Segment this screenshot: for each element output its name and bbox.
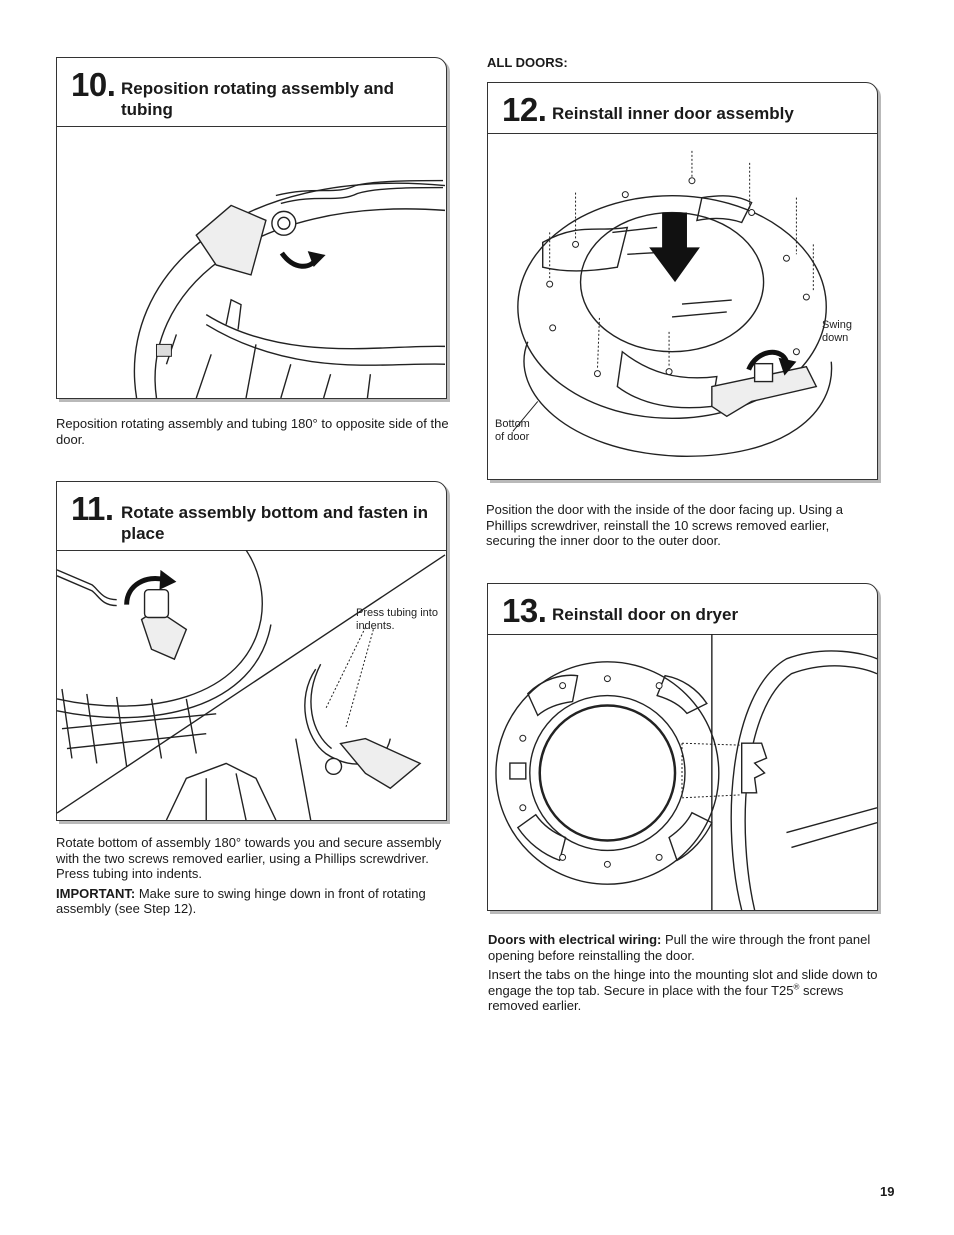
step-10-caption-text: Reposition rotating assembly and tubing … — [56, 416, 449, 447]
step-12-number: 12. — [502, 91, 547, 128]
step-13-caption: Doors with electrical wiring: Pull the w… — [488, 932, 878, 1018]
step-11-number: 11. — [71, 490, 114, 527]
step-12-callout-bottom: Bottom of door — [495, 418, 530, 443]
insert-text: Insert the tabs on the hinge into the mo… — [488, 967, 878, 998]
step-11-illustration — [57, 550, 446, 820]
step-13-title: Reinstall door on dryer — [552, 605, 739, 624]
step-11-caption: Rotate bottom of assembly 180° towards y… — [56, 835, 451, 921]
step-12-header: 12. Reinstall inner door assembly — [488, 83, 877, 134]
step-13-number: 13. — [502, 592, 547, 629]
step-10-caption: Reposition rotating assembly and tubing … — [56, 416, 451, 451]
step-11-caption-text: Rotate bottom of assembly 180° towards y… — [56, 835, 442, 881]
step-12-title: Reinstall inner door assembly — [552, 104, 794, 123]
step-11-panel: 11. Rotate assembly bottom and fasten in… — [56, 481, 447, 821]
step-11-important: IMPORTANT: Make sure to swing hinge down… — [56, 886, 451, 917]
step-12-caption-text: Position the door with the inside of the… — [486, 502, 843, 548]
step-13-illustration — [488, 634, 877, 910]
registered-mark: ® — [793, 982, 800, 992]
all-doors-label: ALL DOORS: — [487, 55, 568, 70]
step-12-illustration — [488, 133, 877, 479]
step-10-number: 10. — [71, 66, 116, 103]
step-11-title: Rotate assembly bottom and fasten in pla… — [121, 503, 428, 543]
step-13-panel: 13. Reinstall door on dryer — [487, 583, 878, 911]
wiring-text: Pull the wire through the front panel op… — [488, 932, 871, 963]
step-11-header: 11. Rotate assembly bottom and fasten in… — [57, 482, 446, 551]
step-13-insert: Insert the tabs on the hinge into the mo… — [488, 967, 878, 1014]
step-13-wiring: Doors with electrical wiring: Pull the w… — [488, 932, 878, 963]
step-13-header: 13. Reinstall door on dryer — [488, 584, 877, 635]
important-text: Make sure to swing hinge down in front o… — [56, 885, 426, 917]
important-label: IMPORTANT: — [56, 885, 136, 901]
step-12-panel: 12. Reinstall inner door assembly — [487, 82, 878, 480]
step-11-callout: Press tubing into indents. — [356, 607, 438, 632]
step-12-caption: Position the door with the inside of the… — [486, 502, 878, 553]
step-10-title: Reposition rotating assembly and tubing — [121, 79, 394, 119]
insert-tail: screws removed earlier. — [488, 982, 844, 1014]
page-number: 19 — [880, 1184, 895, 1199]
step-10-header: 10. Reposition rotating assembly and tub… — [57, 58, 446, 127]
step-10-illustration — [57, 126, 446, 398]
step-12-callout-swing: Swing down — [822, 319, 852, 344]
step-10-panel: 10. Reposition rotating assembly and tub… — [56, 57, 447, 399]
wiring-label: Doors with electrical wiring: — [488, 932, 662, 947]
